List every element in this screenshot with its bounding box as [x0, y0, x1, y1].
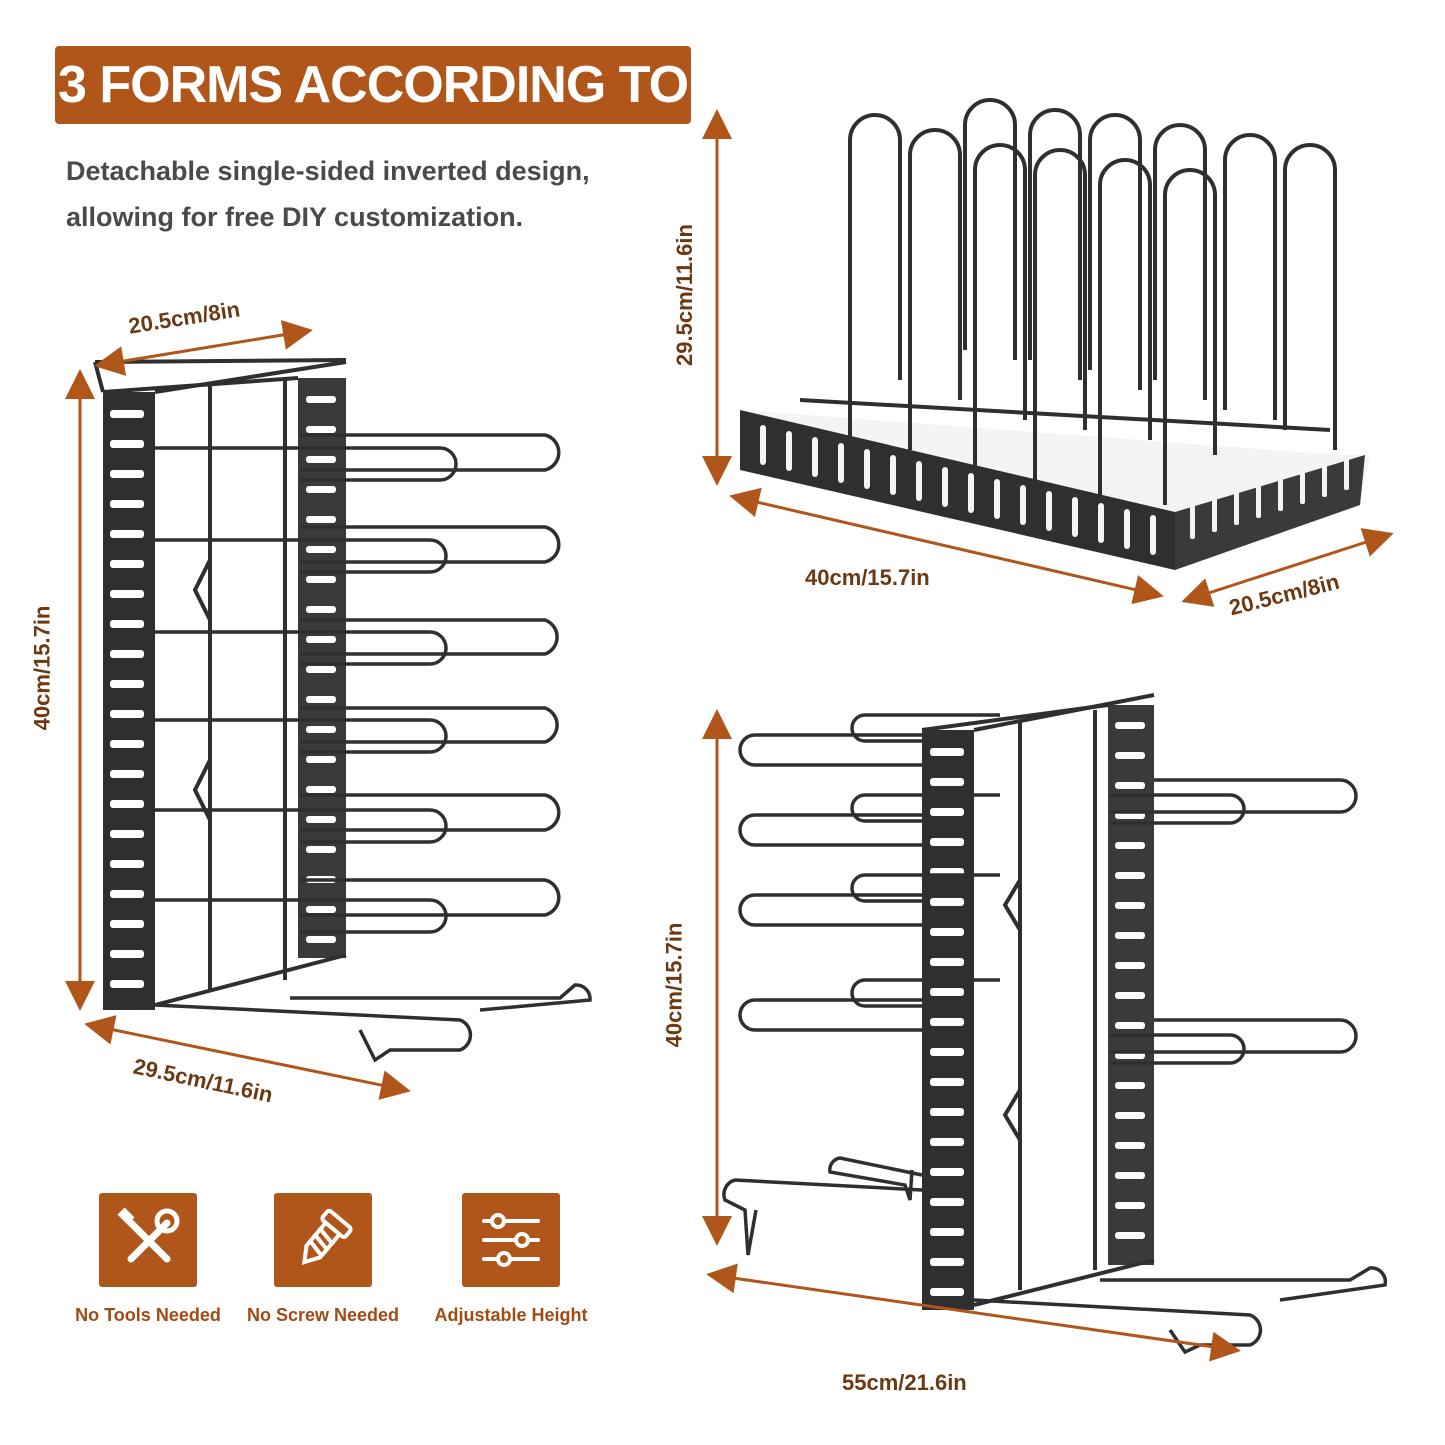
feature-no-tools-label: No Tools Needed — [75, 1305, 221, 1325]
feature-no-screw: No Screw Needed — [238, 1193, 408, 1326]
feature-adjustable-height: Adjustable Height — [426, 1193, 596, 1326]
double-rack-width-label: 55cm/21.6in — [842, 1370, 967, 1395]
double-rack-height-label: 40cm/15.7in — [661, 922, 687, 1048]
feature-adjustable-height-label: Adjustable Height — [434, 1305, 588, 1325]
lid-rack-length-label: 40cm/15.7in — [805, 565, 930, 590]
feature-no-screw-label: No Screw Needed — [246, 1305, 400, 1325]
double-sided-rack-illustration — [722, 693, 1388, 1355]
feature-no-tools: No Tools Needed — [63, 1193, 233, 1326]
subtitle-line-2: allowing for free DIY customization. — [66, 202, 524, 232]
lid-rack-illustration — [740, 98, 1370, 570]
sliders-icon — [462, 1193, 560, 1287]
tools-icon — [99, 1193, 197, 1287]
subtitle: Detachable single-sided inverted design,… — [66, 148, 666, 240]
vertical-rack-illustration — [93, 358, 592, 1063]
headline-banner: 3 FORMS ACCORDING TO — [55, 46, 691, 124]
lid-rack-height-label: 29.5cm/11.6in — [671, 224, 697, 366]
dimension-arrows — [65, 109, 1394, 1362]
headline-title: 3 FORMS ACCORDING TO — [57, 56, 689, 114]
subtitle-line-1: Detachable single-sided inverted design, — [66, 156, 590, 186]
screw-icon — [274, 1193, 372, 1287]
vertical-height-label: 40cm/15.7in — [29, 605, 55, 731]
